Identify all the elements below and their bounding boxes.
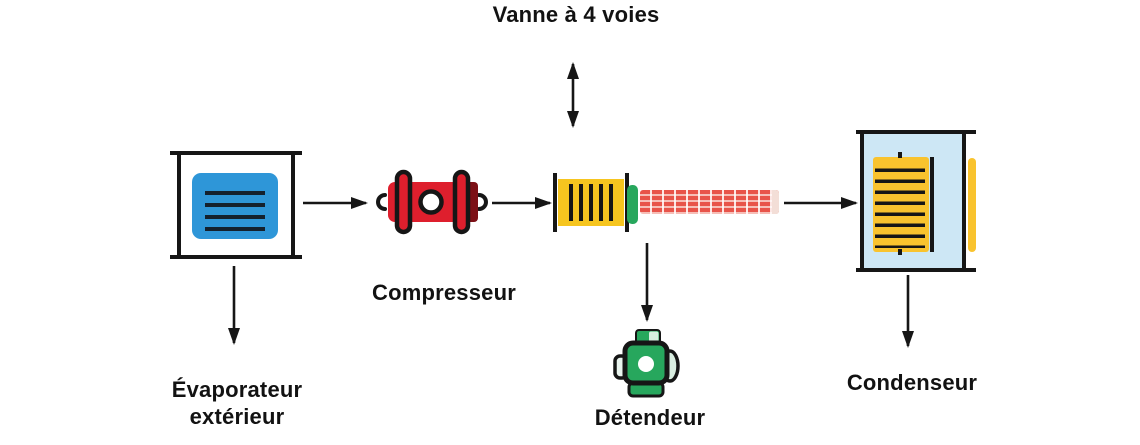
evaporator-label: Évaporateur extérieur [171, 377, 303, 429]
finned-tube-icon [640, 190, 779, 214]
compressor-right-hook [477, 193, 488, 211]
condenser-top-bracket [856, 130, 976, 134]
condenser-label: Condenseur [846, 370, 978, 395]
reversing-coil-icon [553, 173, 629, 232]
valve-cap-highlight [649, 331, 659, 343]
coil-fins [563, 184, 619, 221]
evaporator-blue-panel [192, 173, 278, 239]
coil-left-plate [553, 173, 557, 232]
compressor-port-circle [418, 189, 444, 215]
evaporator-left-wall [177, 153, 181, 257]
evaporator-icon [170, 151, 302, 259]
expansion-valve-icon [613, 329, 680, 398]
compressor-label: Compresseur [371, 280, 517, 305]
valve-port-circle [638, 356, 654, 372]
condenser-outer-coil-strip [968, 158, 976, 252]
condenser-right-wall [962, 132, 966, 270]
evaporator-right-wall [291, 153, 295, 257]
tube-end-cap [772, 190, 779, 214]
compressor-left-hook [376, 193, 387, 211]
condenser-top-tick [898, 152, 902, 158]
condenser-bottom-bracket [856, 268, 976, 272]
condenser-coil-fins [875, 161, 925, 248]
green-connector-icon [627, 185, 638, 224]
condenser-coil-block [873, 157, 929, 252]
condenser-bottom-tick [898, 249, 902, 255]
evaporator-top-bracket [170, 151, 302, 155]
condenser-left-wall [860, 132, 864, 270]
condenser-icon [856, 130, 976, 272]
expansion-valve-label: Détendeur [594, 405, 706, 430]
compressor-icon [376, 169, 488, 235]
evaporator-panel-lines [205, 183, 265, 231]
evaporator-bottom-bracket [170, 255, 302, 259]
compressor-right-ring [452, 169, 471, 235]
condenser-coil-pipe [930, 157, 934, 252]
four-way-valve-label: Vanne à 4 voies [492, 2, 660, 27]
compressor-left-ring [394, 169, 413, 235]
